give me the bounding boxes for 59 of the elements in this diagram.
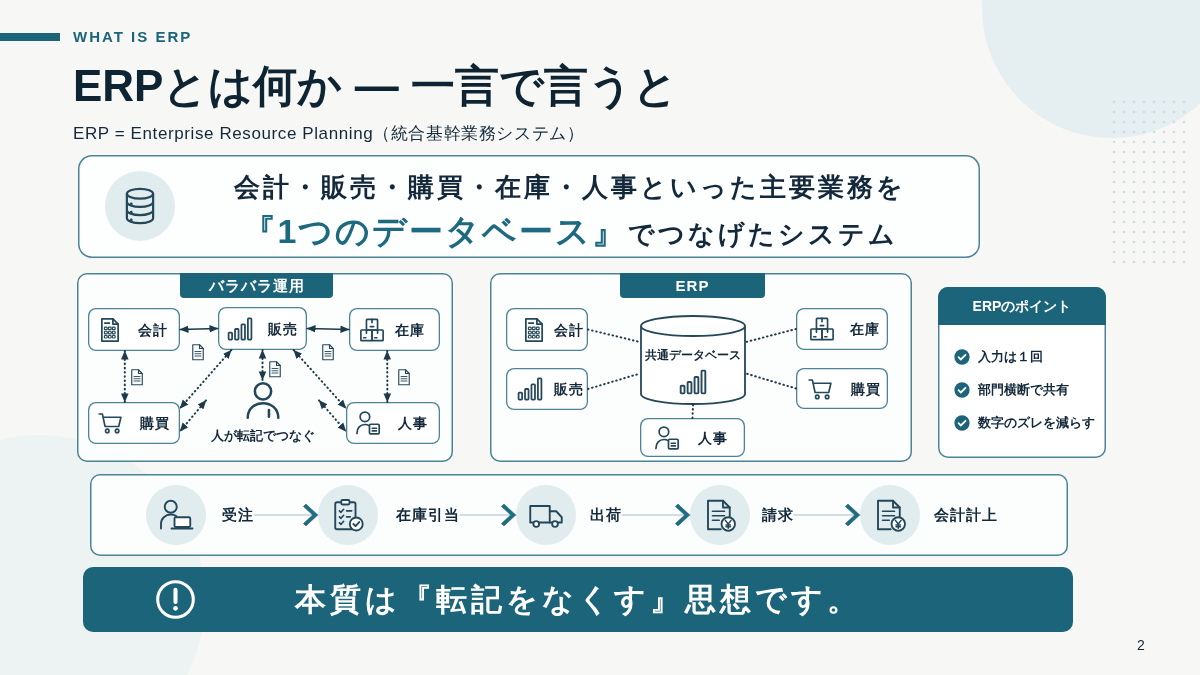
point-text: 入力は１回 <box>978 349 1043 366</box>
step-label: 出荷 <box>590 506 622 524</box>
department-box <box>640 418 745 457</box>
panel <box>490 273 912 462</box>
definition-box <box>78 155 980 258</box>
department-label: 販売 <box>268 319 298 338</box>
dotted-connector <box>587 372 641 390</box>
dotted-connector <box>745 372 797 390</box>
section-eyebrow: WHAT IS ERP <box>73 27 193 47</box>
department-label: 購買 <box>851 379 881 398</box>
definition-text: 会計・販売・購買・在庫・人事といった主要業務を『1つのデータベース』でつなげたシステム <box>233 171 907 252</box>
department-label: 購買 <box>140 414 170 432</box>
department-label: 会計 <box>554 320 584 339</box>
double-arrow <box>179 324 219 334</box>
department-box <box>796 368 888 409</box>
department-box <box>218 307 307 350</box>
dotted-double-arrow <box>292 349 347 410</box>
process-strip <box>90 474 1068 556</box>
dotted-connector <box>587 328 641 343</box>
subtitle: ERP = Enterprise Resource Planning（統合基幹業務システム） <box>73 123 585 145</box>
step-label: 請求 <box>762 506 794 524</box>
step-label: 会計計上 <box>934 506 998 524</box>
key-message-text: 本質は『転記をなくす』思想です。 <box>294 581 862 619</box>
panel-title-tab: ERP <box>620 273 765 298</box>
page-number: 2 <box>1137 636 1145 654</box>
department-box <box>506 368 588 410</box>
department-label: 人事 <box>698 428 728 447</box>
step-label: 受注 <box>222 506 254 524</box>
dotted-double-arrow <box>179 349 233 410</box>
point-text: 数字のズレを減らす <box>978 414 1095 432</box>
department-box <box>88 308 180 351</box>
caption-text: 人が転記でつなぐ <box>210 428 315 445</box>
department-label: 会計 <box>138 320 168 339</box>
step-label: 在庫引当 <box>396 506 460 524</box>
database-label: 共通データベース <box>645 347 741 363</box>
point-text: 部門横断で共有 <box>978 382 1069 399</box>
department-label: 在庫 <box>395 320 425 339</box>
dotted-double-arrow <box>121 350 129 403</box>
department-box <box>349 308 440 351</box>
dotted-double-arrow <box>318 399 347 433</box>
department-box <box>796 308 888 350</box>
panel <box>77 273 453 462</box>
points-panel <box>938 287 1106 458</box>
slide-title: ERPとは何か — 一言で言うと <box>73 60 678 112</box>
panel-header: ERPのポイント <box>938 287 1106 325</box>
dotted-double-arrow <box>179 399 207 433</box>
department-label: 販売 <box>554 380 584 398</box>
key-message-banner <box>83 567 1073 632</box>
double-arrow <box>306 324 350 334</box>
dotted-double-arrow <box>383 350 392 403</box>
dotted-connector <box>745 328 797 343</box>
department-box <box>346 402 440 444</box>
department-label: 在庫 <box>850 320 880 338</box>
dotted-double-arrow <box>258 349 267 381</box>
department-label: 人事 <box>398 414 428 432</box>
department-box <box>506 308 588 351</box>
panel-title-tab: バラバラ運用 <box>180 273 333 298</box>
department-box <box>88 402 180 444</box>
dotted-connector <box>691 404 694 419</box>
